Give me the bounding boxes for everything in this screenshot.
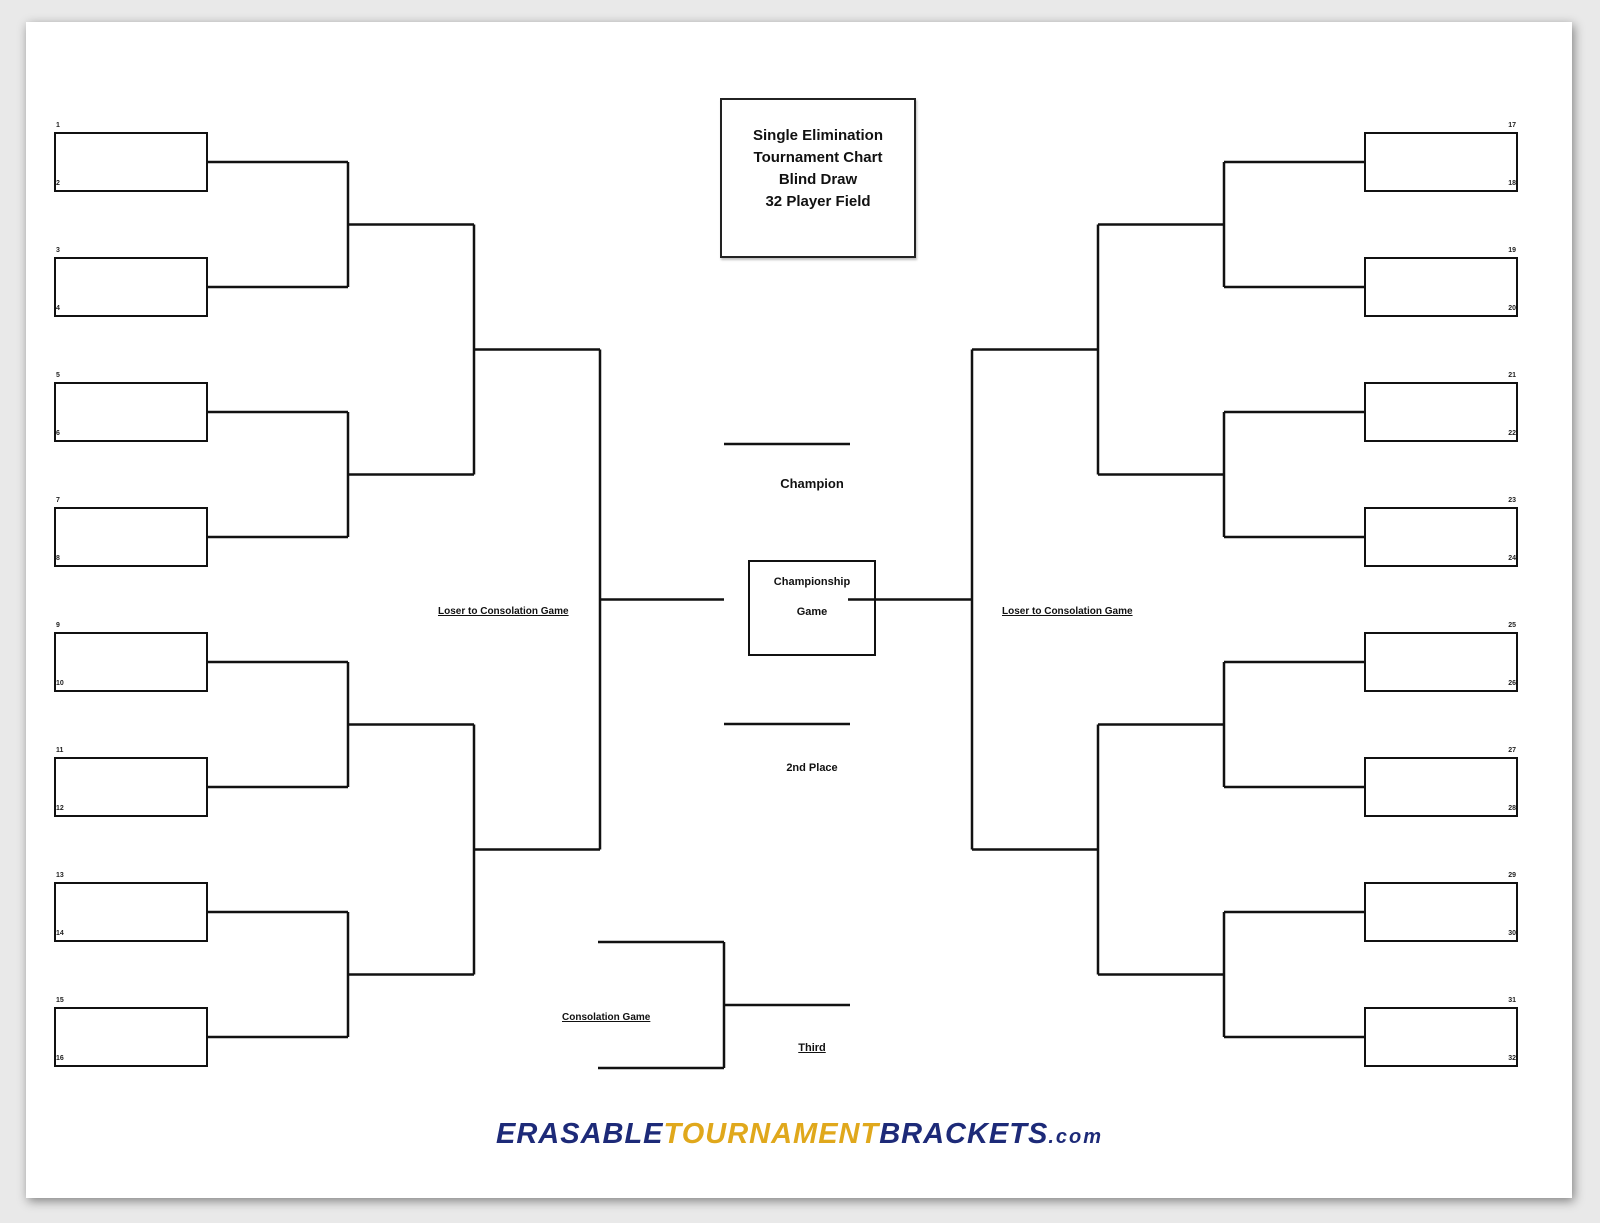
seed-number: 25 — [1508, 622, 1516, 629]
logo-part-dotcom: .com — [1048, 1126, 1104, 1148]
logo-part-brackets: BRACKETS — [879, 1118, 1049, 1150]
seed-number: 2 — [56, 180, 60, 187]
seed-number: 32 — [1508, 1055, 1516, 1062]
loser-to-consolation-left: Loser to Consolation Game — [438, 606, 569, 617]
player-box[interactable] — [1364, 132, 1518, 192]
title-box: Single Elimination Tournament Chart Blin… — [720, 98, 916, 258]
player-box[interactable] — [54, 257, 208, 317]
seed-number: 4 — [56, 305, 60, 312]
site-logo: ERASABLETOURNAMENTBRACKETS.com — [496, 1118, 1103, 1151]
player-box[interactable] — [54, 382, 208, 442]
championship-line-1: Championship — [773, 576, 851, 588]
player-box[interactable] — [54, 507, 208, 567]
seed-number: 30 — [1508, 930, 1516, 937]
consolation-game-label: Consolation Game — [562, 1012, 651, 1023]
third-place-label: Third — [798, 1042, 826, 1054]
player-box[interactable] — [54, 132, 208, 192]
seed-number: 5 — [56, 372, 60, 379]
seed-number: 28 — [1508, 805, 1516, 812]
title-line-1: Single Elimination — [752, 127, 883, 144]
player-box[interactable] — [54, 1007, 208, 1067]
seed-number: 22 — [1508, 430, 1516, 437]
title-line-4: 32 Player Field — [765, 193, 871, 210]
player-box[interactable] — [1364, 1007, 1518, 1067]
seed-number: 24 — [1508, 555, 1516, 562]
seed-number: 11 — [56, 747, 64, 754]
player-box[interactable] — [54, 882, 208, 942]
player-box[interactable] — [1364, 257, 1518, 317]
seed-number: 3 — [56, 247, 60, 254]
seed-number: 17 — [1508, 122, 1516, 129]
seed-number: 31 — [1508, 997, 1516, 1004]
seed-number: 27 — [1508, 747, 1516, 754]
seed-number: 13 — [56, 872, 64, 879]
seed-number: 15 — [56, 997, 64, 1004]
title-line-2: Tournament Chart — [753, 149, 883, 166]
seed-number: 7 — [56, 497, 60, 504]
seed-number: 8 — [56, 555, 60, 562]
championship-game-box: Championship Game — [748, 560, 876, 656]
seed-number: 26 — [1508, 680, 1516, 687]
loser-to-consolation-right: Loser to Consolation Game — [1002, 606, 1133, 617]
seed-number: 23 — [1508, 497, 1516, 504]
player-box[interactable] — [1364, 382, 1518, 442]
seed-number: 14 — [56, 930, 64, 937]
seed-number: 21 — [1508, 372, 1516, 379]
logo-part-erasable: ERASABLE — [496, 1118, 664, 1150]
bracket-lines — [208, 160, 1364, 1070]
champion-label: Champion — [780, 476, 844, 491]
player-box[interactable] — [1364, 507, 1518, 567]
seed-number: 18 — [1508, 180, 1516, 187]
seed-number: 10 — [56, 680, 64, 687]
seed-number: 12 — [56, 805, 64, 812]
second-place-label: 2nd Place — [786, 762, 838, 774]
title-line-3: Blind Draw — [778, 171, 858, 188]
seed-number: 19 — [1508, 247, 1516, 254]
player-box[interactable] — [1364, 632, 1518, 692]
seed-number: 20 — [1508, 305, 1516, 312]
player-box[interactable] — [1364, 757, 1518, 817]
seed-number: 9 — [56, 622, 60, 629]
seed-number: 6 — [56, 430, 60, 437]
seed-number: 29 — [1508, 872, 1516, 879]
bracket-sheet: Single Elimination Tournament Chart Blin… — [26, 22, 1572, 1198]
seed-number: 16 — [56, 1055, 64, 1062]
player-box[interactable] — [1364, 882, 1518, 942]
championship-line-2: Game — [796, 606, 828, 618]
player-box[interactable] — [54, 632, 208, 692]
seed-number: 1 — [56, 122, 60, 129]
player-box[interactable] — [54, 757, 208, 817]
logo-part-tournament: TOURNAMENT — [663, 1118, 880, 1150]
